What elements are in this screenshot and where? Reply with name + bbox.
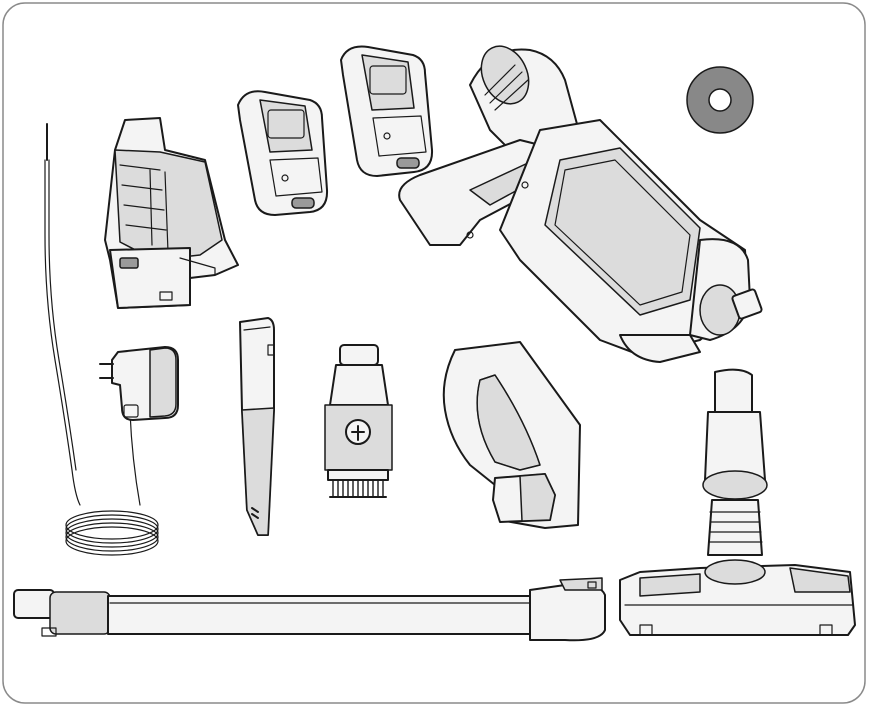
vacuum-body-icon: [398, 45, 763, 363]
brush-bristles: [332, 480, 384, 497]
bracket-icon: [442, 341, 581, 529]
battery-icon: [237, 90, 329, 216]
filter-icon: [686, 66, 754, 134]
floor-head-icon: [619, 368, 856, 636]
battery-icon: [340, 45, 434, 177]
plug-icon: [99, 346, 179, 421]
crevice-tool-icon: [239, 317, 275, 536]
brush-icon: [324, 344, 393, 498]
battery-cradle-icon: [104, 117, 239, 309]
wand-icon: [13, 577, 606, 642]
charging-wire-icon: [44, 123, 159, 556]
